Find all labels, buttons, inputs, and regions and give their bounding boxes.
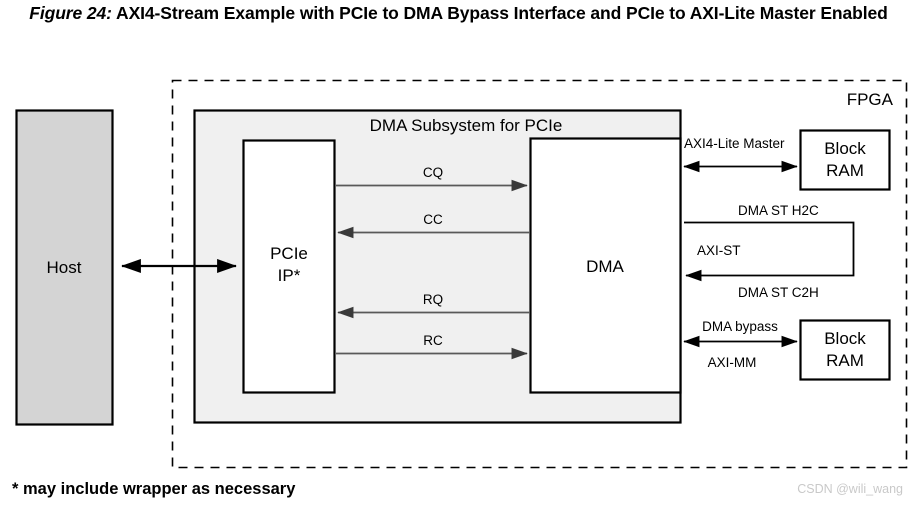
connection-axi4-lite-master-label: AXI4-Lite Master [684, 136, 785, 151]
host-block [15, 109, 114, 426]
block-ram-bottom-label-line2: RAM [826, 351, 864, 370]
connection-axi-mm-label: AXI-MM [708, 355, 757, 370]
page-title: Figure 24: AXI4-Stream Example with PCIe… [0, 2, 917, 25]
connection-dma-st-h2c-label: DMA ST H2C [738, 203, 819, 218]
connection-dma-bypass-label: DMA bypass [702, 319, 778, 334]
connection-rq-label: RQ [423, 292, 443, 307]
connection-cc-label: CC [423, 212, 443, 227]
block-ram-top-label-line1: Block [824, 139, 866, 158]
connection-axi-st-loopback [684, 221, 855, 282]
block-ram-top-label-line2: RAM [826, 161, 864, 180]
figure-number: Figure 24: [29, 3, 112, 23]
fpga-boundary [171, 79, 908, 469]
pcie-ip-block [242, 139, 336, 394]
connection-rc-label: RC [423, 333, 443, 348]
fpga-boundary-label: FPGA [847, 90, 894, 109]
pcie-ip-block-label-line1: PCIe [270, 244, 308, 263]
footnote: * may include wrapper as necessary [12, 480, 296, 498]
connection-axi-st-label: AXI-ST [697, 243, 741, 258]
dma-subsystem-label: DMA Subsystem for PCIe [370, 116, 563, 135]
block-ram-top [799, 129, 891, 191]
block-ram-bottom-label-line1: Block [824, 329, 866, 348]
connection-dma-st-c2h-label: DMA ST C2H [738, 285, 819, 300]
watermark: CSDN @wili_wang [797, 482, 903, 496]
dma-block [529, 137, 682, 394]
figure-title-text: AXI4-Stream Example with PCIe to DMA Byp… [116, 3, 888, 23]
pcie-ip-block-label-line2: IP* [278, 266, 301, 285]
block-ram-bottom [799, 319, 891, 381]
connection-cq-label: CQ [423, 165, 443, 180]
dma-block-label: DMA [586, 257, 624, 276]
host-block-label: Host [47, 258, 82, 277]
